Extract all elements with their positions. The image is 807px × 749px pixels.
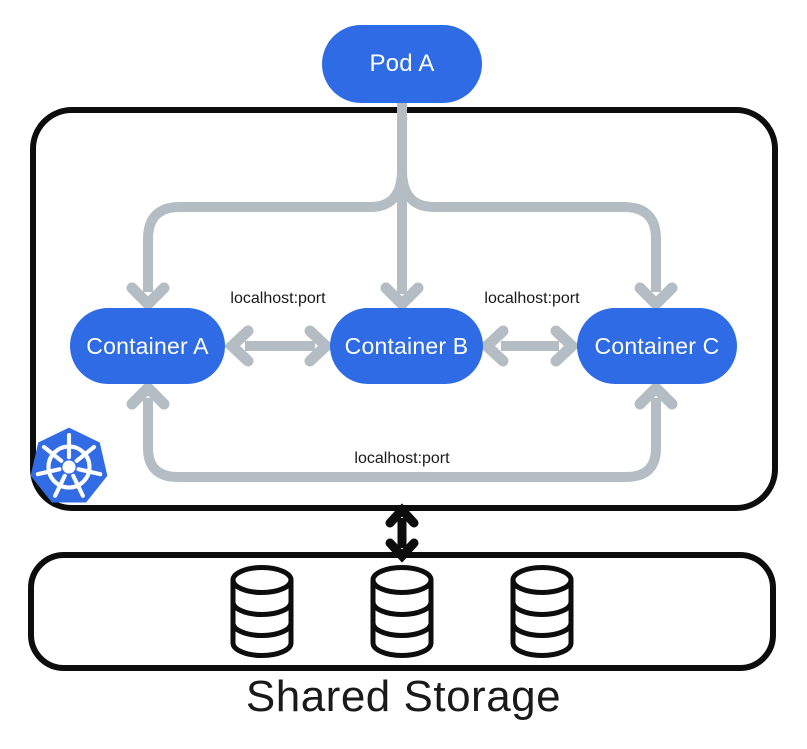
pod-storage-double-arrow: [385, 503, 419, 563]
localhost-port-label-ab: localhost:port: [230, 290, 326, 307]
pod-to-container-c-arrow: [397, 169, 678, 312]
pod-a-node: Pod A: [322, 25, 482, 103]
database-cylinder-icon: [370, 564, 434, 658]
kubernetes-helm-wheel-icon: [30, 427, 108, 503]
container-c-node: Container C: [577, 308, 737, 384]
container-b-c-arrow: [478, 325, 581, 367]
pod-a-label: Pod A: [369, 50, 435, 77]
container-c-label: Container C: [594, 332, 720, 359]
container-a-c-loop-arrow: [126, 380, 678, 482]
container-b-node: Container B: [330, 308, 483, 384]
container-a-label: Container A: [86, 332, 209, 359]
database-cylinder-icon: [510, 564, 574, 658]
container-b-label: Container B: [344, 332, 469, 359]
shared-storage-title: Shared Storage: [245, 672, 562, 721]
container-a-node: Container A: [70, 308, 225, 384]
localhost-port-label-loop: localhost:port: [354, 450, 450, 467]
pod-to-container-b-arrow: [380, 100, 424, 312]
database-cylinder-icon: [230, 564, 294, 658]
pod-to-container-a-arrow: [126, 169, 407, 312]
localhost-port-label-bc: localhost:port: [484, 290, 580, 307]
container-a-b-arrow: [223, 325, 335, 367]
shared-storage-box: [28, 552, 776, 671]
